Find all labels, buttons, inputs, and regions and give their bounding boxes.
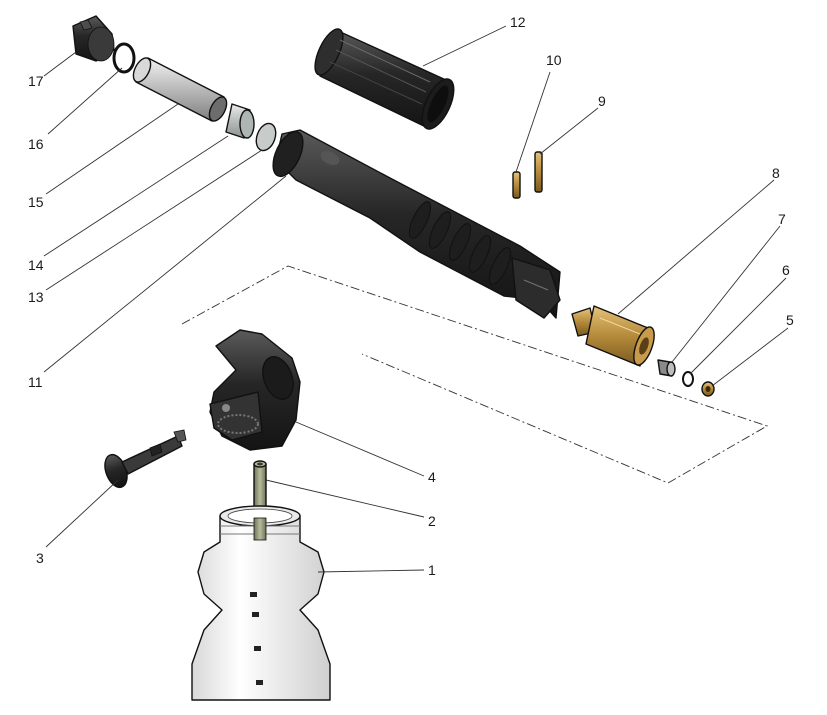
part-14-filter (225, 103, 255, 139)
part-7-jet (657, 359, 676, 377)
part-6-o-ring (682, 371, 694, 387)
part-17-end-cap (72, 15, 115, 62)
part-8-brass-fitting (571, 305, 655, 367)
callout-11: 11 (28, 374, 43, 390)
part-12-sleeve (314, 28, 455, 130)
part-3-valve (104, 429, 187, 489)
callout-7: 7 (778, 211, 786, 227)
assembly-dash-outline (181, 265, 769, 484)
leader-lines (43, 25, 789, 573)
callout-17: 17 (28, 73, 44, 89)
callout-13: 13 (28, 289, 44, 305)
part-10-pin (512, 171, 521, 199)
callout-10: 10 (546, 52, 562, 68)
callout-labels: 1 2 3 4 5 6 7 8 9 10 11 12 13 14 15 16 1… (28, 14, 794, 578)
callout-3: 3 (36, 550, 44, 566)
callout-6: 6 (782, 262, 790, 278)
callout-2: 2 (428, 513, 436, 529)
callout-8: 8 (772, 165, 780, 181)
callout-4: 4 (428, 469, 436, 485)
part-15-tube (132, 57, 228, 122)
callout-14: 14 (28, 257, 44, 273)
callout-15: 15 (28, 194, 44, 210)
part-11-lance-body (272, 129, 561, 319)
part-4-head (209, 329, 301, 451)
part-13-washer (255, 122, 277, 152)
part-9-pin (534, 151, 543, 193)
callout-5: 5 (786, 312, 794, 328)
callout-12: 12 (510, 14, 526, 30)
part-16-o-ring (112, 42, 136, 74)
part-1-bottle (191, 505, 331, 701)
part-5-nut (701, 381, 715, 397)
callout-16: 16 (28, 136, 44, 152)
callout-9: 9 (598, 93, 606, 109)
callout-1: 1 (428, 562, 436, 578)
